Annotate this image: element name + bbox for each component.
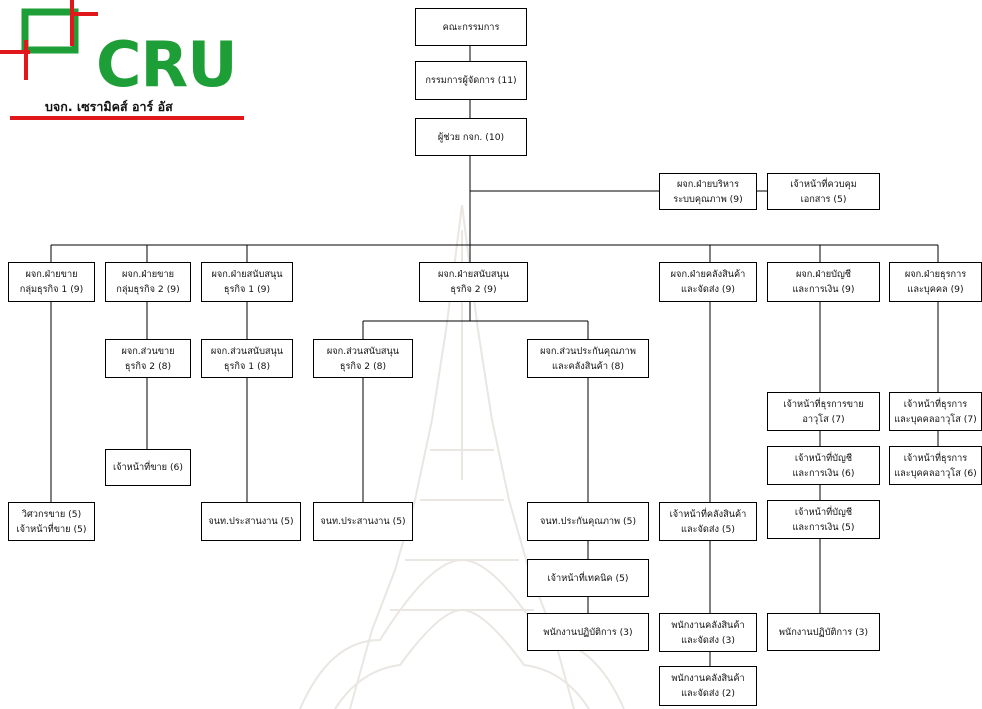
node-qa-officer: จนท.ประกันคุณภาพ (5) <box>527 502 649 541</box>
node-accountant-5: เจ้าหน้าที่บัญชี และการเงิน (5) <box>767 500 880 539</box>
node-support-section-1: ผจก.ส่วนสนับสนุน ธุรกิจ 1 (8) <box>201 339 293 378</box>
node-operator-qa: พนักงานปฏิบัติการ (3) <box>527 613 649 651</box>
node-assistant-gm: ผู้ช่วย กจก. (10) <box>415 118 527 156</box>
node-warehouse-officer: เจ้าหน้าที่คลังสินค้า และจัดส่ง (5) <box>659 502 757 541</box>
logo-mark <box>0 0 98 80</box>
node-qa-section: ผจก.ส่วนประกันคุณภาพ และคลังสินค้า (8) <box>527 339 649 378</box>
node-warehouse-staff-2: พนักงานคลังสินค้า และจัดส่ง (2) <box>659 666 757 706</box>
node-board: คณะกรรมการ <box>415 8 527 46</box>
node-admin-officer-6: เจ้าหน้าที่ธุรการ และบุคคลอาวุโส (6) <box>889 446 982 485</box>
node-technician: เจ้าหน้าที่เทคนิค (5) <box>527 559 649 597</box>
node-admin-officer-7: เจ้าหน้าที่ธุรการ และบุคคลอาวุโส (7) <box>889 392 982 431</box>
node-sales-section-2: ผจก.ส่วนขาย ธุรกิจ 2 (8) <box>105 339 191 378</box>
node-sales-officer-6: เจ้าหน้าที่ขาย (6) <box>105 449 191 486</box>
node-coordinator-1: จนท.ประสานงาน (5) <box>201 502 301 541</box>
node-sales-engineer: วิศวกรขาย (5) เจ้าหน้าที่ขาย (5) <box>8 502 95 541</box>
node-qms-manager: ผจก.ฝ่ายบริหาร ระบบคุณภาพ (9) <box>659 173 757 210</box>
node-support-section-2: ผจก.ส่วนสนับสนุน ธุรกิจ 2 (8) <box>313 339 413 378</box>
node-coordinator-2: จนท.ประสานงาน (5) <box>313 502 413 541</box>
node-document-control: เจ้าหน้าที่ควบคุม เอกสาร (5) <box>767 173 880 210</box>
node-sales-admin-officer: เจ้าหน้าที่ธุรการขาย อาวุโส (7) <box>767 392 880 431</box>
logo-text: CRU <box>96 28 238 101</box>
logo-green-square <box>21 8 79 54</box>
node-accountant-6: เจ้าหน้าที่บัญชี และการเงิน (6) <box>767 446 880 485</box>
node-warehouse-manager: ผจก.ฝ่ายคลังสินค้า และจัดส่ง (9) <box>659 262 757 302</box>
node-managing-director: กรรมการผู้จัดการ (11) <box>415 61 527 100</box>
node-operator-finance: พนักงานปฏิบัติการ (3) <box>767 613 880 651</box>
node-sales-manager-1: ผจก.ฝ่ายขาย กลุ่มธุรกิจ 1 (9) <box>8 262 95 302</box>
node-admin-manager: ผจก.ฝ่ายธุรการ และบุคคล (9) <box>889 262 982 302</box>
node-support-manager-1: ผจก.ฝ่ายสนับสนุน ธุรกิจ 1 (9) <box>201 262 293 302</box>
node-support-manager-2: ผจก.ฝ่ายสนับสนุน ธุรกิจ 2 (9) <box>419 262 528 302</box>
node-sales-manager-2: ผจก.ฝ่ายขาย กลุ่มธุรกิจ 2 (9) <box>105 262 191 302</box>
node-warehouse-staff-3: พนักงานคลังสินค้า และจัดส่ง (3) <box>659 613 757 652</box>
company-name: บจก. เซรามิคส์ อาร์ อัส <box>45 99 173 114</box>
node-finance-manager: ผจก.ฝ่ายบัญชี และการเงิน (9) <box>767 262 880 302</box>
logo-underline <box>10 116 244 120</box>
